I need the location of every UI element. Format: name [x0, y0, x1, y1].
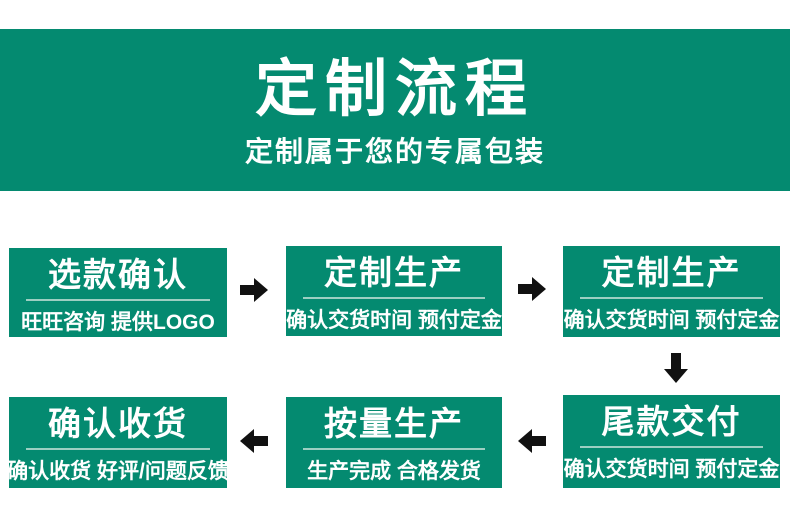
step-title: 定制生产	[601, 254, 742, 291]
banner-subtitle: 定制属于您的专属包装	[244, 136, 545, 167]
step-box-select-confirm: 选款确认 旺旺咨询 提供LOGO	[9, 248, 227, 337]
step-box-custom-production-2: 定制生产 确认交货时间 预付定金	[563, 246, 780, 337]
arrow-left-icon	[518, 429, 546, 453]
step-title: 确认收货	[48, 405, 188, 442]
step-divider	[26, 447, 210, 450]
arrow-down-icon	[664, 353, 688, 383]
step-title: 定制生产	[324, 254, 464, 291]
arrow-right-icon	[240, 278, 268, 302]
step-divider	[303, 296, 485, 299]
step-divider	[26, 298, 210, 301]
step-subtitle: 确认收货 好评/问题反馈	[7, 459, 229, 483]
step-subtitle: 生产完成 合格发货	[307, 459, 481, 483]
step-subtitle: 确认交货时间 预付定金	[563, 457, 780, 481]
step-subtitle: 确认交货时间 预付定金	[563, 308, 780, 332]
step-divider	[303, 447, 485, 450]
step-subtitle: 旺旺咨询 提供LOGO	[21, 310, 215, 334]
step-divider	[580, 296, 763, 299]
banner-title: 定制流程	[254, 55, 535, 124]
step-box-final-payment: 尾款交付 确认交货时间 预付定金	[563, 395, 780, 488]
step-divider	[580, 445, 763, 448]
step-box-confirm-receipt: 确认收货 确认收货 好评/问题反馈	[7, 397, 229, 488]
arrow-left-icon	[240, 429, 268, 453]
banner: 定制流程 定制属于您的专属包装	[0, 29, 790, 191]
step-box-custom-production-1: 定制生产 确认交货时间 预付定金	[286, 246, 502, 336]
step-box-batch-production: 按量生产 生产完成 合格发货	[286, 397, 502, 488]
step-title: 选款确认	[48, 256, 188, 293]
arrow-right-icon	[518, 277, 546, 301]
step-title: 尾款交付	[601, 403, 742, 440]
step-subtitle: 确认交货时间 预付定金	[286, 308, 502, 332]
step-title: 按量生产	[324, 405, 464, 442]
